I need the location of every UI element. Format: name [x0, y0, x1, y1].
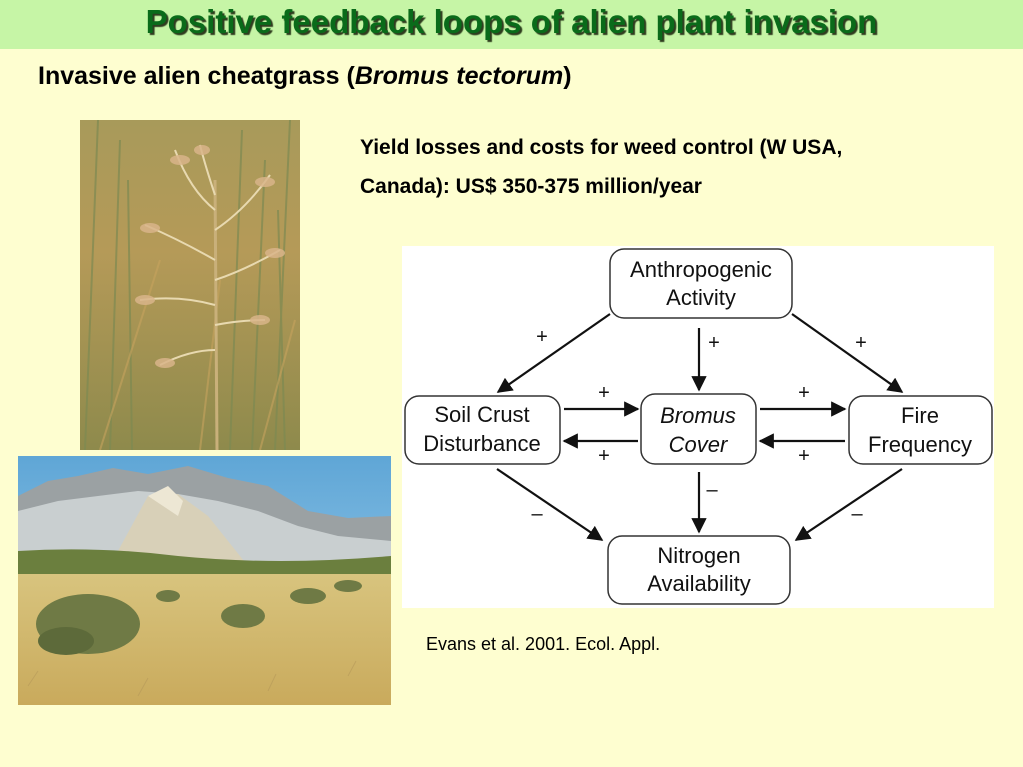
sign-bromus-nitrogen: – — [706, 479, 718, 501]
sign-anthro-fire: + — [855, 332, 867, 354]
node-bromus: Bromus Cover — [640, 393, 757, 465]
citation: Evans et al. 2001. Ecol. Appl. — [426, 634, 661, 654]
node-fire-line2: Frequency — [868, 432, 972, 457]
rangeland-landscape-photo — [18, 456, 391, 705]
sign-bromus-fire: + — [798, 382, 810, 404]
node-anthropogenic-line2: Activity — [666, 285, 736, 310]
subtitle-suffix: ) — [563, 62, 572, 90]
feedback-diagram: Anthropogenic Activity Soil Crust Distur… — [402, 246, 994, 608]
arrow-anthro-to-fire — [791, 313, 904, 393]
sign-anthro-soil: + — [536, 326, 548, 348]
slide-title: Positive feedback loops of alien plant i… — [145, 3, 878, 40]
node-soil-line1: Soil Crust — [434, 402, 529, 427]
yield-line-2: Canada): US$ 350-375 million/year — [360, 175, 702, 198]
node-soil-line2: Disturbance — [423, 431, 540, 456]
node-nitrogen: Nitrogen Availability — [607, 535, 791, 605]
sign-soil-bromus: + — [598, 382, 610, 404]
species-name: Bromus tectorum — [354, 62, 564, 90]
feedback-diagram-svg: Anthropogenic Activity Soil Crust Distur… — [404, 248, 993, 605]
cheatgrass-closeup-photo — [80, 120, 300, 450]
node-bromus-line1: Bromus — [660, 403, 736, 428]
node-nitrogen-line1: Nitrogen — [657, 543, 740, 568]
slide-subtitle: Invasive alien cheatgrass (Bromus tector… — [38, 62, 572, 91]
node-soil-crust: Soil Crust Disturbance — [404, 395, 561, 465]
sign-soil-nitrogen: – — [531, 503, 543, 525]
node-anthropogenic-line1: Anthropogenic — [630, 257, 772, 282]
node-fire: Fire Frequency — [848, 395, 993, 465]
sign-bromus-soil: + — [598, 445, 610, 467]
node-nitrogen-line2: Availability — [647, 571, 751, 596]
arrow-soil-to-nitrogen — [496, 468, 604, 541]
arrow-anthro-to-soil — [496, 313, 611, 393]
node-fire-line1: Fire — [901, 403, 939, 428]
sign-fire-nitrogen: – — [851, 503, 863, 525]
yield-line-1: Yield losses and costs for weed control … — [360, 136, 843, 159]
node-bromus-line2: Cover — [669, 432, 729, 457]
sign-fire-bromus: + — [798, 445, 810, 467]
title-bar — [0, 0, 1023, 49]
node-anthropogenic: Anthropogenic Activity — [609, 248, 793, 319]
yield-loss-text: Yield losses and costs for weed control … — [360, 128, 980, 206]
sign-anthro-bromus: + — [708, 332, 720, 354]
subtitle-prefix: Invasive alien cheatgrass ( — [38, 62, 355, 90]
arrow-fire-to-nitrogen — [794, 468, 903, 541]
